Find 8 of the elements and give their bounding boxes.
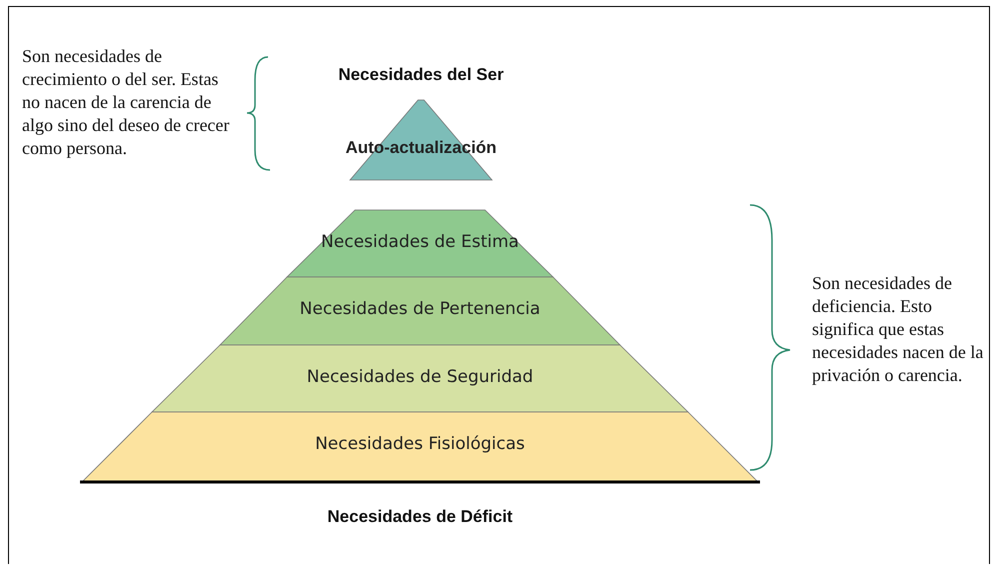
level-label: Necesidades de Seguridad bbox=[306, 367, 534, 387]
level-label: Necesidades Fisiológicas bbox=[314, 434, 526, 454]
level-label: Necesidades de Estima bbox=[320, 232, 520, 252]
group-heading: Necesidades del Ser bbox=[338, 65, 504, 85]
note-text: Son necesidades de deficiencia. Esto significa que estas necesidades nacen de la privación o carencia. bbox=[812, 272, 984, 387]
note-text: Son necesidades de crecimiento o del ser. Estas no nacen de la carencia de algo sino del deseo de crecer como persona. bbox=[22, 45, 230, 160]
group-heading: Necesidades de Déficit bbox=[327, 507, 513, 527]
level-label: Necesidades de Pertenencia bbox=[298, 299, 542, 319]
